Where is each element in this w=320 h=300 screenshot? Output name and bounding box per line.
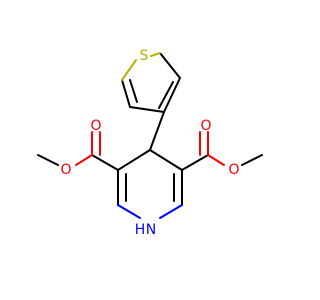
bond-left-ether-methyl [37,154,59,166]
bond-thiophene-s-right [150,52,161,57]
atom-label-right-ether-oxygen: O [228,162,239,178]
atom-label-left-ether-oxygen: O [60,162,71,178]
thiophene-ring [121,52,181,113]
bond-left-carbonyl-ether-o [75,154,93,166]
atom-label-nitrogen: N [146,222,156,238]
atom-label-sulfur: S [140,48,149,64]
bond-thiophene-2-double [158,81,174,109]
bond-right-carbonyl-ether-o [207,154,225,166]
bond-thiophene-to-ring [149,111,165,151]
right-ester-group [181,131,263,171]
bond-thiophene-4-double [129,79,138,103]
bond-thiophene-1 [159,52,181,79]
bond-right-c5-carbonyl [181,154,209,171]
bond-thiophene-4 [121,79,131,108]
left-ester-group [37,131,119,171]
atom-label-right-carbonyl-oxygen: O [200,118,211,134]
dihydropyridine-ring [117,149,183,219]
bond-left-c3-carbonyl [91,154,119,171]
bond-ring-c4-c3 [117,149,151,171]
bond-ring-c4-c5 [149,149,183,171]
bond-ring-c6-n [159,204,183,219]
bond-thiophene-s-left [121,59,137,81]
bond-right-ether-methyl [241,154,263,166]
bond-ring-c2-n [117,204,141,219]
atom-label-left-carbonyl-oxygen: O [90,118,101,134]
atom-label-nitrogen-h: H [135,222,146,238]
bond-thiophene-3 [129,106,165,113]
bond-thiophene-2 [163,77,181,113]
molecule-structure-diagram: S O O O O H N [37,48,263,238]
